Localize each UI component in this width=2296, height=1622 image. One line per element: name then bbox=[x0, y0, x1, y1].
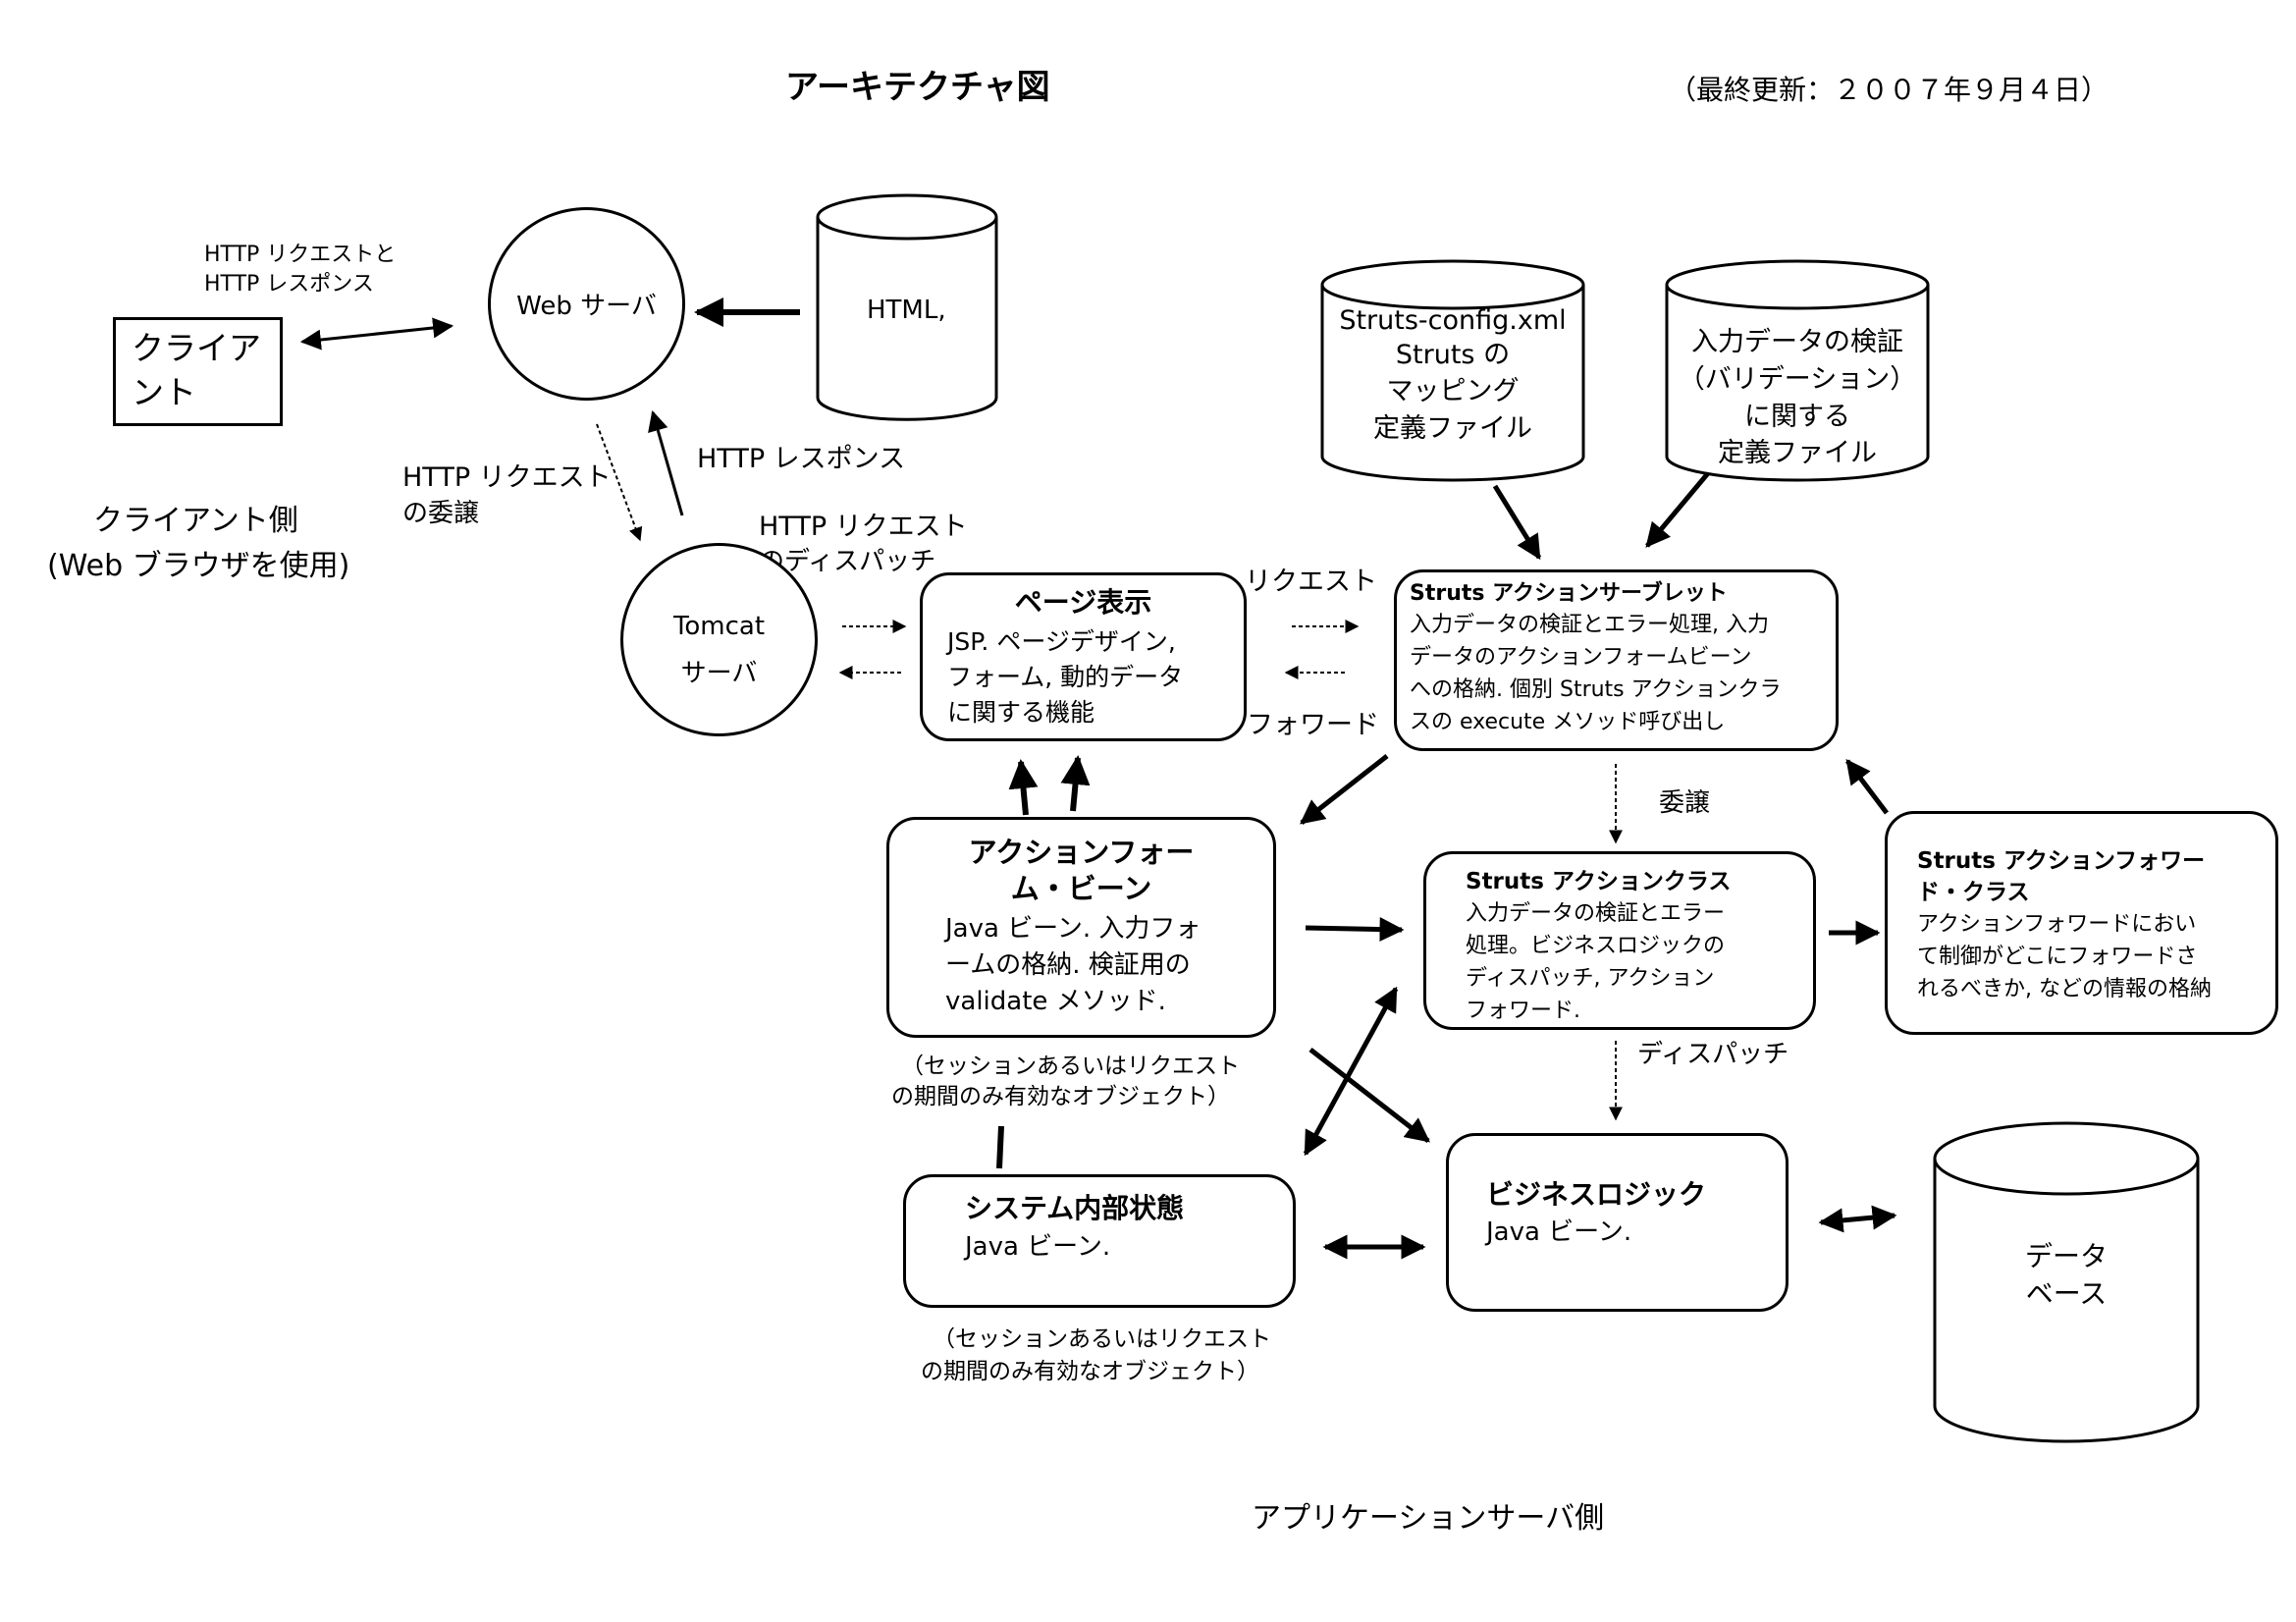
client-box-line1: クライア bbox=[132, 329, 261, 367]
business-logic-box: ビジネスロジック Java ビーン. bbox=[1446, 1133, 1789, 1312]
arrows-dotted bbox=[596, 423, 1623, 1121]
client-side-label: クライアント側 bbox=[93, 504, 298, 538]
session-note-1-line1: （セッションあるいはリクエスト bbox=[901, 1054, 1240, 1079]
form-bean-line1: Java ビーン. 入力フォ bbox=[945, 914, 1201, 944]
system-state-box: システム内部状態 Java ビーン. bbox=[903, 1174, 1296, 1308]
forward-label: フォワード bbox=[1247, 710, 1379, 740]
action-class-line3: ディスパッチ, アクション bbox=[1466, 966, 1715, 991]
last-updated: （最終更新：２００７年９月４日） bbox=[1669, 74, 2109, 106]
http-dispatch-label-1: HTTP リクエスト bbox=[759, 512, 968, 542]
page-view-line2: フォーム, 動的データ bbox=[947, 663, 1184, 691]
validation-cylinder bbox=[1665, 259, 1930, 482]
validation-store-line3: に関する bbox=[1744, 402, 1850, 432]
html-store-label: HTML, bbox=[867, 296, 946, 325]
business-logic-line1: Java ビーン. bbox=[1486, 1217, 1632, 1247]
action-class-title: Struts アクションクラス bbox=[1466, 869, 1732, 894]
client-side-browser: (Web ブラウザを使用) bbox=[47, 549, 350, 583]
tomcat-label-1: Tomcat bbox=[672, 612, 766, 641]
session-note-2-line1: （セッションあるいはリクエスト bbox=[933, 1326, 1271, 1352]
form-bean-line3: validate メソッド. bbox=[945, 987, 1166, 1016]
client-box: クライア ント bbox=[113, 317, 283, 426]
action-forward-line3: れるべきか, などの情報の格納 bbox=[1917, 977, 2212, 1001]
config-store-line1: Struts-config.xml bbox=[1339, 305, 1567, 336]
business-logic-title: ビジネスロジック bbox=[1486, 1178, 1707, 1211]
client-http-label-1: HTTP リクエストと bbox=[204, 243, 397, 267]
action-forward-title-1: Struts アクションフォワー bbox=[1917, 848, 2206, 874]
client-http-label-2: HTTP レスポンス bbox=[204, 272, 374, 297]
system-state-title: システム内部状態 bbox=[965, 1192, 1185, 1224]
form-bean-line2: ームの格納. 検証用の bbox=[945, 950, 1191, 980]
form-bean-title-1: アクションフォー bbox=[968, 836, 1195, 869]
validation-store-line4: 定義ファイル bbox=[1718, 438, 1877, 468]
app-server-side-label: アプリケーションサーバ側 bbox=[1252, 1501, 1605, 1536]
tomcat-circle: Tomcat サーバ bbox=[620, 543, 818, 736]
itaku-label: 委譲 bbox=[1659, 788, 1711, 818]
action-class-line1: 入力データの検証とエラー bbox=[1466, 901, 1726, 926]
http-response-label: HTTP レスポンス bbox=[697, 444, 906, 474]
validation-store-line1: 入力データの検証 bbox=[1691, 327, 1903, 357]
validation-store-line2: （バリデーション） bbox=[1678, 364, 1917, 395]
session-note-1-line2: の期間のみ有効なオブジェクト） bbox=[891, 1084, 1230, 1109]
database-label-2: ベース bbox=[2025, 1277, 2108, 1310]
action-class-line4: フォワード. bbox=[1466, 999, 1580, 1023]
tomcat-label-2: サーバ bbox=[680, 659, 758, 688]
system-state-line1: Java ビーン. bbox=[965, 1232, 1111, 1262]
config-store-line4: 定義ファイル bbox=[1373, 413, 1532, 444]
action-forward-line1: アクションフォワードにおい bbox=[1917, 912, 2197, 937]
database-label-1: データ bbox=[2024, 1240, 2108, 1272]
dispatch-label: ディスパッチ bbox=[1637, 1040, 1789, 1069]
page-view-title: ページ表示 bbox=[1014, 586, 1152, 619]
action-forward-title-2: ド・クラス bbox=[1917, 880, 2030, 905]
page-view-line1: JSP. ページデザイン, bbox=[947, 627, 1176, 656]
action-class-box: Struts アクションクラス 入力データの検証とエラー 処理。ビジネスロジック… bbox=[1423, 851, 1816, 1030]
request-label: リクエスト bbox=[1245, 567, 1377, 597]
action-servlet-line2: データのアクションフォームビーン bbox=[1410, 645, 1752, 670]
session-note-2-line2: の期間のみ有効なオブジェクト） bbox=[921, 1359, 1259, 1384]
action-servlet-line1: 入力データの検証とエラー処理, 入力 bbox=[1410, 613, 1769, 637]
config-store-line2: Struts の bbox=[1395, 340, 1511, 370]
action-class-line2: 処理。ビジネスロジックの bbox=[1466, 934, 1726, 958]
http-delegate-label-2: の委譲 bbox=[402, 499, 480, 528]
client-box-line2: ント bbox=[132, 373, 196, 411]
action-servlet-line3: への格納. 個別 Struts アクションクラ bbox=[1410, 677, 1782, 702]
arrows-solid bbox=[299, 297, 1897, 1260]
config-cylinder bbox=[1320, 259, 1585, 482]
config-store-line3: マッピング bbox=[1386, 376, 1520, 406]
action-servlet-box: Struts アクションサーブレット 入力データの検証とエラー処理, 入力 デー… bbox=[1394, 569, 1839, 751]
web-server-circle: Web サーバ bbox=[488, 207, 685, 401]
action-form-bean-box: アクションフォー ム・ビーン Java ビーン. 入力フォ ームの格納. 検証用… bbox=[886, 817, 1276, 1038]
http-delegate-label-1: HTTP リクエスト bbox=[402, 462, 612, 493]
page-title: アーキテクチャ図 bbox=[785, 68, 1050, 107]
page-view-box: ページ表示 JSP. ページデザイン, フォーム, 動的データ に関する機能 bbox=[920, 572, 1247, 741]
action-forward-box: Struts アクションフォワー ド・クラス アクションフォワードにおい て制御… bbox=[1885, 811, 2278, 1035]
action-servlet-title: Struts アクションサーブレット bbox=[1410, 581, 1728, 606]
action-servlet-line4: スの execute メソッド呼び出し bbox=[1410, 710, 1726, 734]
action-forward-line2: て制御がどこにフォワードさ bbox=[1917, 945, 2198, 969]
database-cylinder bbox=[1933, 1121, 2200, 1443]
page-view-line3: に関する機能 bbox=[947, 698, 1095, 727]
form-bean-title-2: ム・ビーン bbox=[1010, 872, 1152, 905]
html-cylinder bbox=[816, 193, 998, 421]
web-server-label: Web サーバ bbox=[516, 292, 657, 321]
